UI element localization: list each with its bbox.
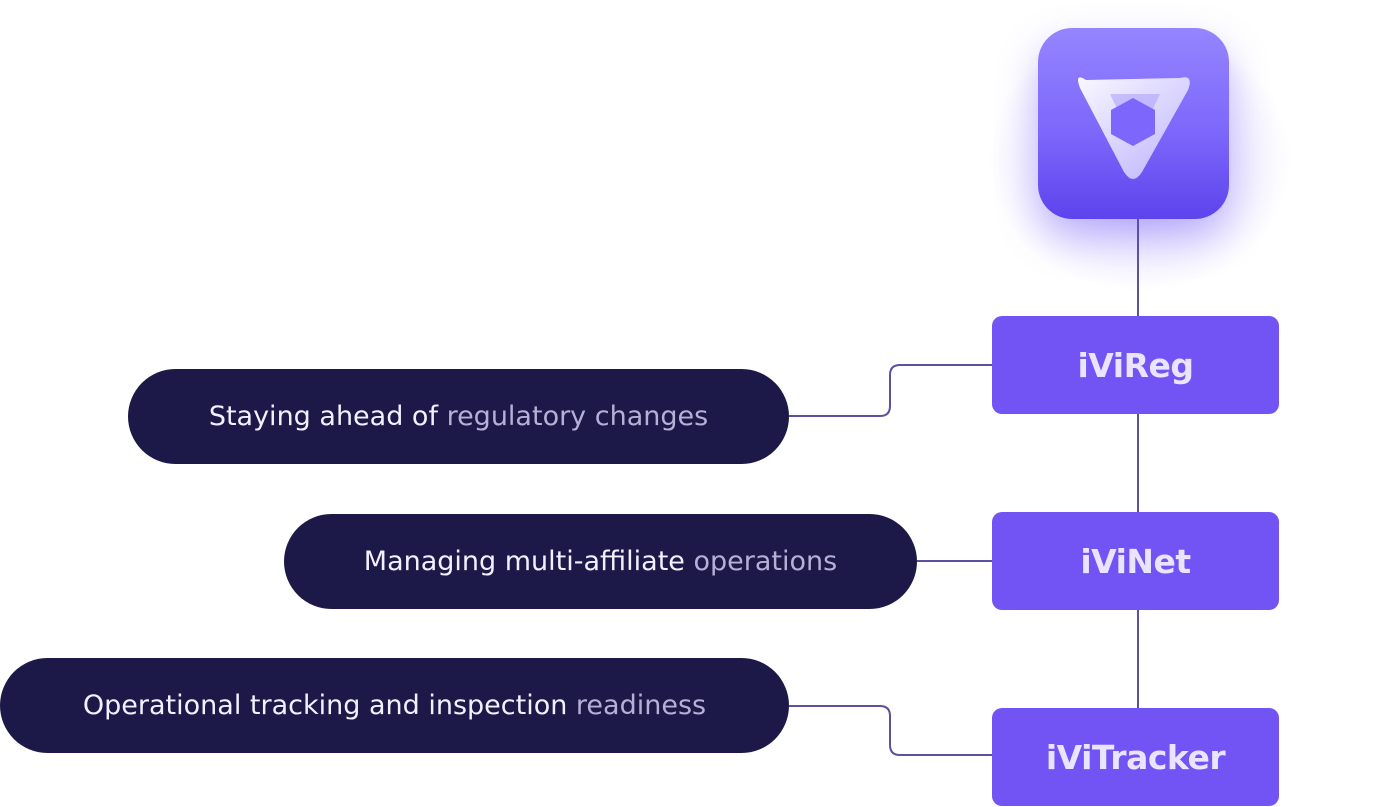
product-ivireg-label: iViReg	[1077, 345, 1195, 385]
product-ivitracker-label: iViTracker	[1045, 737, 1226, 777]
challenge-text: Operational tracking and inspection read…	[83, 690, 706, 721]
app-logo	[1038, 28, 1229, 219]
product-ivinet-label: iViNet	[1080, 541, 1191, 581]
challenge-text-soft: operations	[693, 546, 838, 577]
ivi-triangle-logo-icon	[1078, 77, 1190, 179]
challenge-text: Managing multi-affiliate operations	[364, 546, 837, 577]
challenge-text-strong: Staying ahead of	[208, 401, 438, 432]
challenge-pill-inspection: Operational tracking and inspection read…	[0, 658, 789, 753]
challenge-text: Staying ahead of regulatory changes	[209, 401, 708, 432]
challenge-pill-regulatory: Staying ahead of regulatory changes	[128, 369, 789, 464]
challenge-text-strong: Managing multi-affiliate	[363, 546, 685, 577]
product-ivireg[interactable]: iViReg	[992, 316, 1279, 414]
product-ivinet[interactable]: iViNet	[992, 512, 1279, 610]
product-ivitracker[interactable]: iViTracker	[992, 708, 1279, 806]
connector-challenge-1	[789, 364, 992, 417]
connector-challenge-3	[789, 705, 992, 756]
challenge-text-soft: readiness	[575, 690, 707, 721]
challenge-pill-multi-affiliate: Managing multi-affiliate operations	[284, 514, 917, 609]
challenge-text-strong: Operational tracking and inspection	[82, 690, 568, 721]
challenge-text-soft: regulatory changes	[446, 401, 709, 432]
